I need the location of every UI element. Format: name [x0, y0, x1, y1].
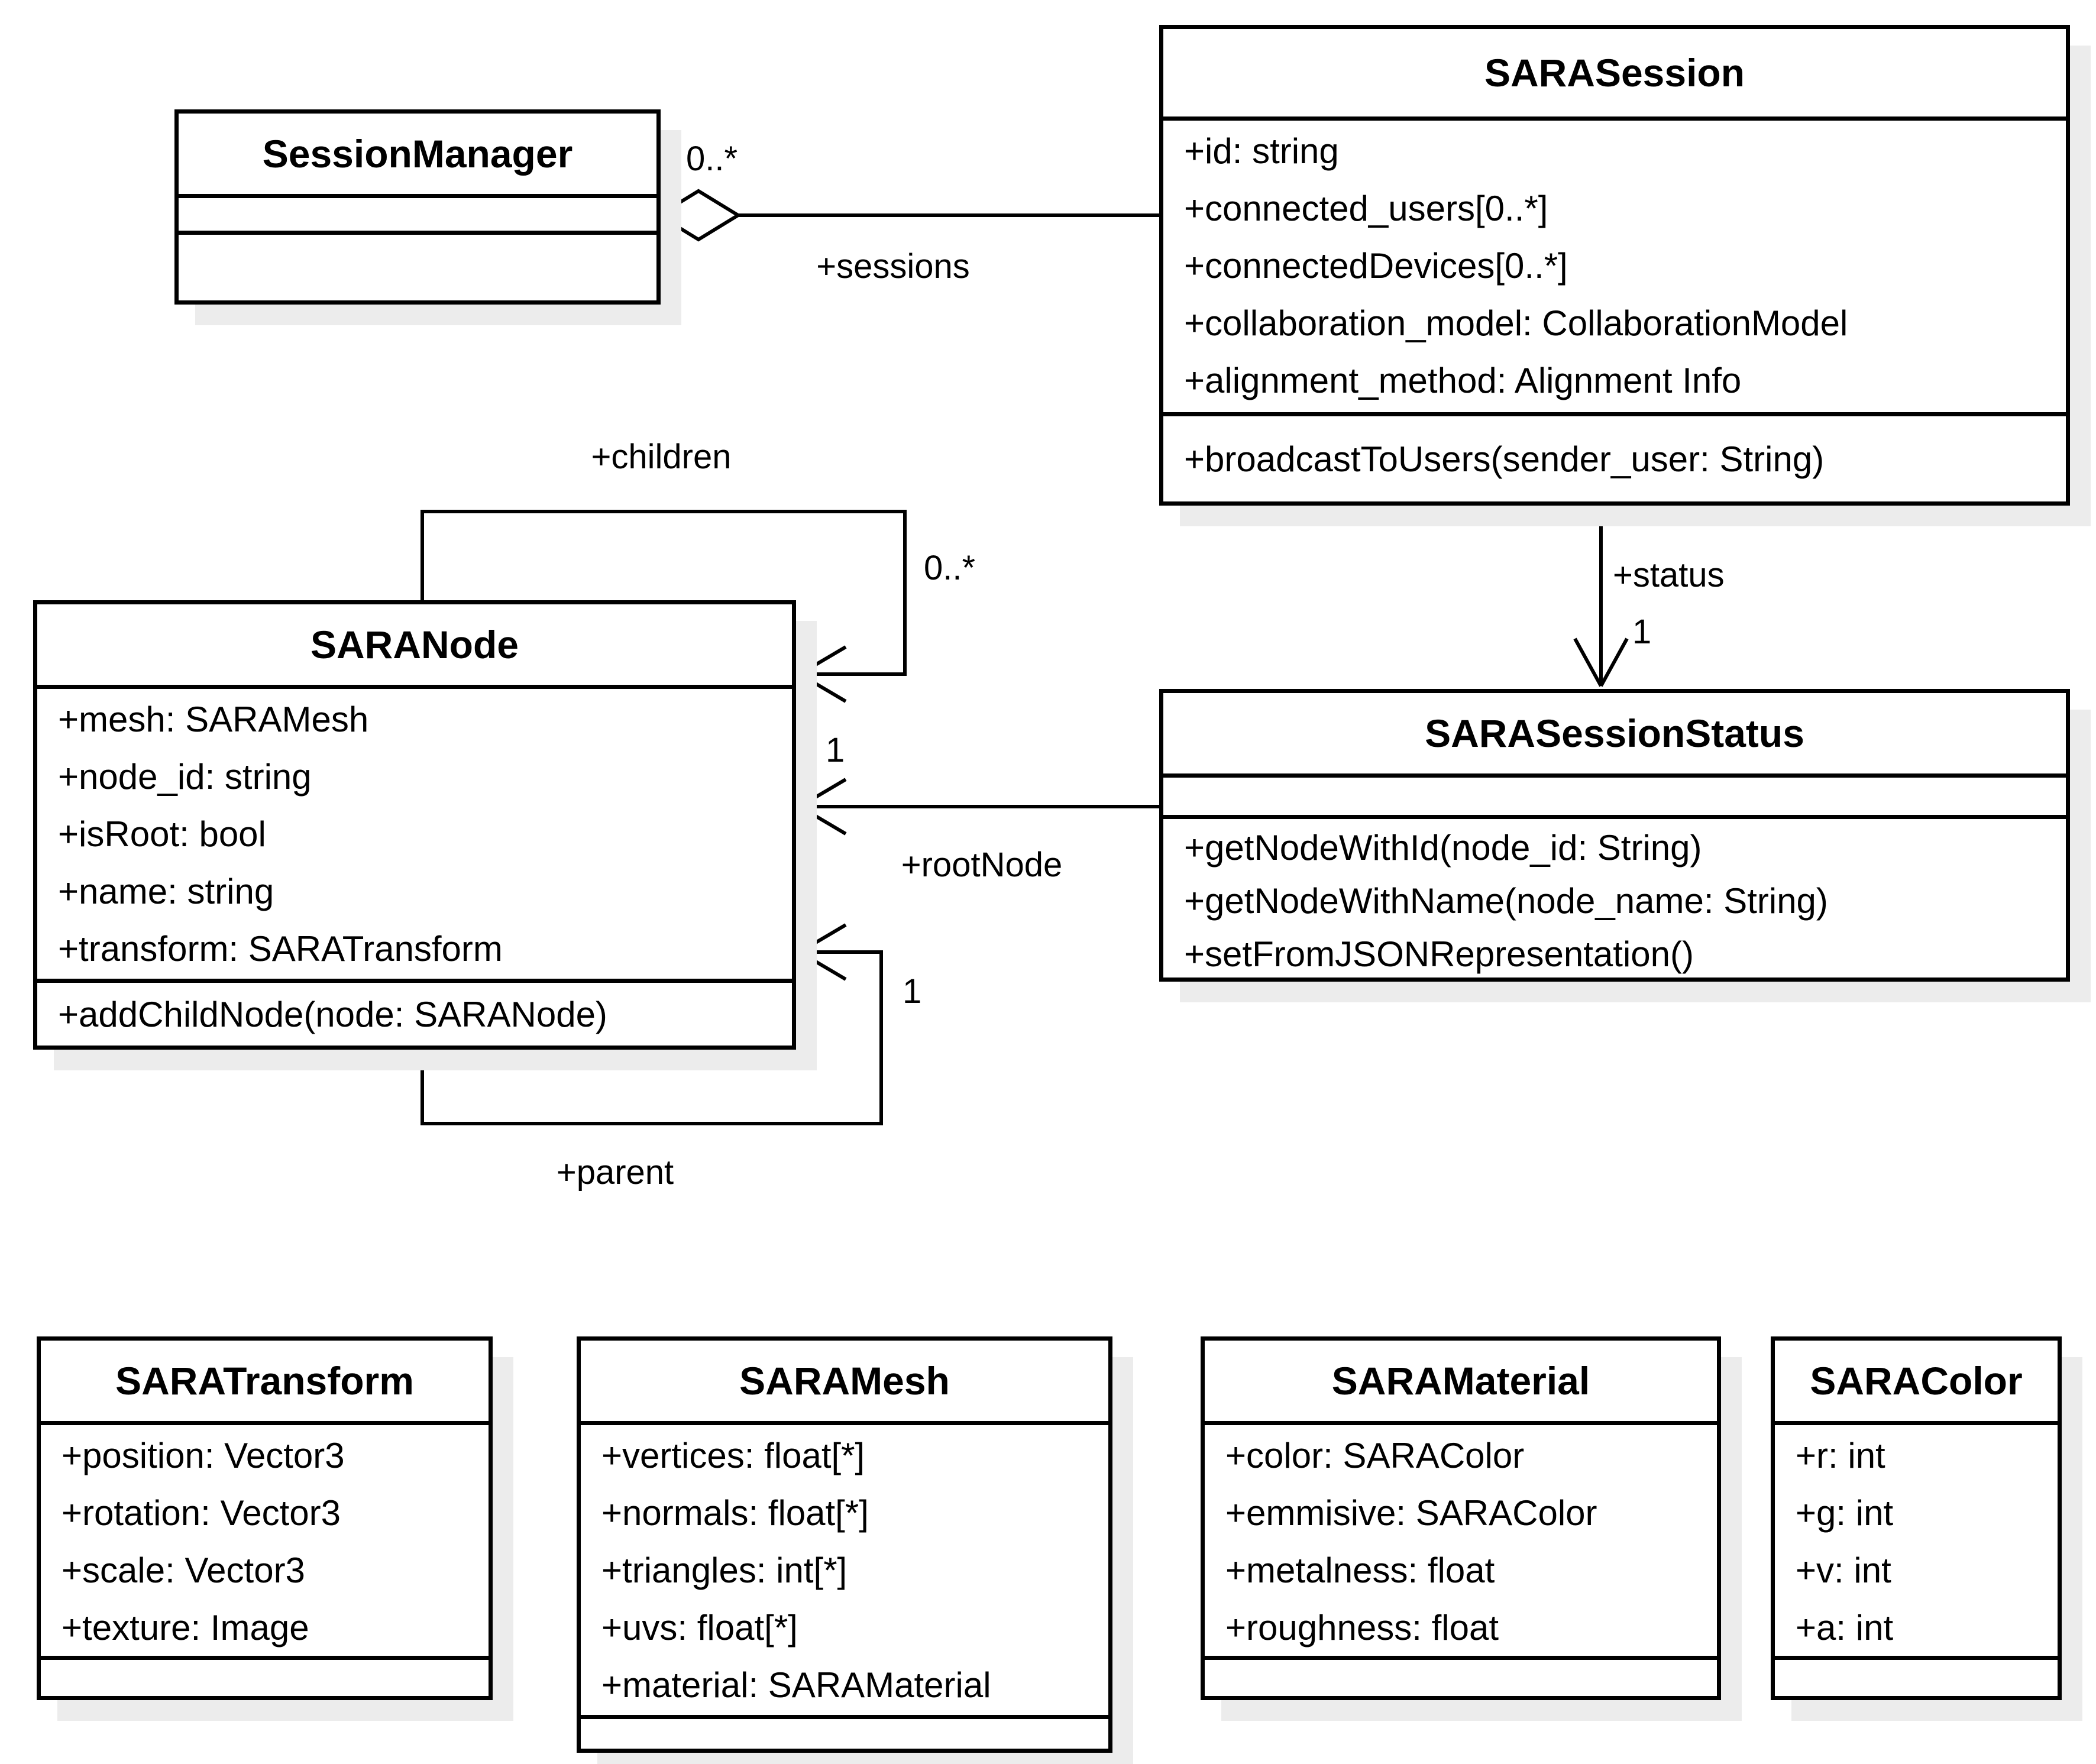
- attributes-compartment: +id: string +connected_users[0..*] +conn…: [1163, 121, 2066, 416]
- attributes-compartment: [179, 198, 656, 235]
- methods-compartment: [41, 1660, 489, 1696]
- method-row: +getNodeWithName(node_name: String): [1184, 881, 1828, 921]
- class-title: SARASession: [1163, 29, 2066, 121]
- status-role-label: +status: [1613, 556, 1725, 594]
- attribute-row: +color: SARAColor: [1225, 1436, 1525, 1475]
- method-row: +broadcastToUsers(sender_user: String): [1184, 439, 1825, 479]
- parent-arrowhead-icon: [798, 923, 847, 981]
- children-self-association-line: [421, 510, 907, 676]
- attributes-compartment: +mesh: SARAMesh +node_id: string +isRoot…: [37, 689, 792, 983]
- attribute-row: +g: int: [1796, 1493, 1894, 1533]
- attribute-row: +mesh: SARAMesh: [58, 700, 369, 739]
- attribute-row: +vertices: float[*]: [601, 1436, 865, 1475]
- class-sessionmanager: SessionManager: [174, 109, 661, 305]
- parent-multiplicity-label: 1: [903, 972, 922, 1011]
- attribute-row: +collaboration_model: CollaborationModel: [1184, 303, 1848, 343]
- method-row: +addChildNode(node: SARANode): [58, 994, 607, 1034]
- class-saranode: SARANode +mesh: SARAMesh +node_id: strin…: [33, 600, 796, 1050]
- class-title: SARAMesh: [581, 1341, 1108, 1425]
- method-row: +getNodeWithId(node_id: String): [1184, 828, 1702, 868]
- attributes-compartment: +color: SARAColor +emmisive: SARAColor +…: [1205, 1425, 1717, 1660]
- methods-compartment: [581, 1719, 1108, 1749]
- attribute-row: +metalness: float: [1225, 1551, 1495, 1590]
- class-title: SARANode: [37, 604, 792, 689]
- attributes-compartment: +r: int +g: int +v: int +a: int: [1775, 1425, 2058, 1660]
- attribute-row: +texture: Image: [62, 1608, 309, 1648]
- class-saracolor: SARAColor +r: int +g: int +v: int +a: in…: [1771, 1336, 2062, 1700]
- rootnode-role-label: +rootNode: [901, 846, 1063, 884]
- parent-role-label: +parent: [556, 1153, 674, 1192]
- sessions-multiplicity-label: 0..*: [686, 140, 738, 178]
- methods-compartment: [179, 235, 656, 300]
- class-title: SessionManager: [179, 114, 656, 198]
- attribute-row: +roughness: float: [1225, 1608, 1499, 1648]
- class-saramaterial: SARAMaterial +color: SARAColor +emmisive…: [1201, 1336, 1721, 1700]
- attribute-row: +connectedDevices[0..*]: [1184, 246, 1568, 286]
- rootnode-multiplicity-label: 1: [826, 731, 845, 769]
- status-arrowhead-icon: [1573, 637, 1629, 687]
- class-sarasession: SARASession +id: string +connected_users…: [1159, 25, 2070, 506]
- class-title: SARATransform: [41, 1341, 489, 1425]
- class-title: SARAColor: [1775, 1341, 2058, 1425]
- attribute-row: +material: SARAMaterial: [601, 1665, 991, 1705]
- methods-compartment: [1775, 1660, 2058, 1696]
- methods-compartment: +getNodeWithId(node_id: String) +getNode…: [1163, 819, 2066, 978]
- attribute-row: +uvs: float[*]: [601, 1608, 798, 1648]
- attribute-row: +r: int: [1796, 1436, 1885, 1475]
- attribute-row: +isRoot: bool: [58, 814, 266, 854]
- attribute-row: +v: int: [1796, 1551, 1891, 1590]
- attributes-compartment: +position: Vector3 +rotation: Vector3 +s…: [41, 1425, 489, 1660]
- method-row: +setFromJSONRepresentation(): [1184, 934, 1694, 974]
- rootnode-arrowhead-icon: [798, 778, 847, 836]
- attribute-row: +node_id: string: [58, 757, 312, 797]
- attribute-row: +emmisive: SARAColor: [1225, 1493, 1597, 1533]
- attribute-row: +rotation: Vector3: [62, 1493, 341, 1533]
- methods-compartment: [1205, 1660, 1717, 1696]
- attributes-compartment: +vertices: float[*] +normals: float[*] +…: [581, 1425, 1108, 1719]
- attribute-row: +name: string: [58, 872, 274, 911]
- status-multiplicity-label: 1: [1632, 613, 1652, 651]
- methods-compartment: +broadcastToUsers(sender_user: String): [1163, 416, 2066, 501]
- methods-compartment: +addChildNode(node: SARANode): [37, 983, 792, 1046]
- class-saramesh: SARAMesh +vertices: float[*] +normals: f…: [577, 1336, 1112, 1753]
- children-multiplicity-label: 0..*: [924, 549, 976, 587]
- class-saratransform: SARATransform +position: Vector3 +rotati…: [37, 1336, 493, 1700]
- sessions-role-label: +sessions: [816, 247, 970, 286]
- attribute-row: +alignment_method: Alignment Info: [1184, 361, 1742, 400]
- attribute-row: +connected_users[0..*]: [1184, 189, 1548, 228]
- class-title: SARASessionStatus: [1163, 693, 2066, 778]
- attribute-row: +scale: Vector3: [62, 1551, 305, 1590]
- attributes-compartment: [1163, 778, 2066, 819]
- attribute-row: +position: Vector3: [62, 1436, 345, 1475]
- attribute-row: +a: int: [1796, 1608, 1894, 1648]
- children-arrowhead-icon: [798, 645, 847, 703]
- attribute-row: +normals: float[*]: [601, 1493, 869, 1533]
- attribute-row: +id: string: [1184, 131, 1339, 171]
- attribute-row: +transform: SARATransform: [58, 929, 503, 969]
- class-title: SARAMaterial: [1205, 1341, 1717, 1425]
- class-sarasessionstatus: SARASessionStatus +getNodeWithId(node_id…: [1159, 689, 2070, 982]
- parent-self-association-line: [421, 950, 883, 1125]
- attribute-row: +triangles: int[*]: [601, 1551, 848, 1590]
- aggregation-diamond-icon: [655, 189, 742, 242]
- children-role-label: +children: [591, 438, 732, 476]
